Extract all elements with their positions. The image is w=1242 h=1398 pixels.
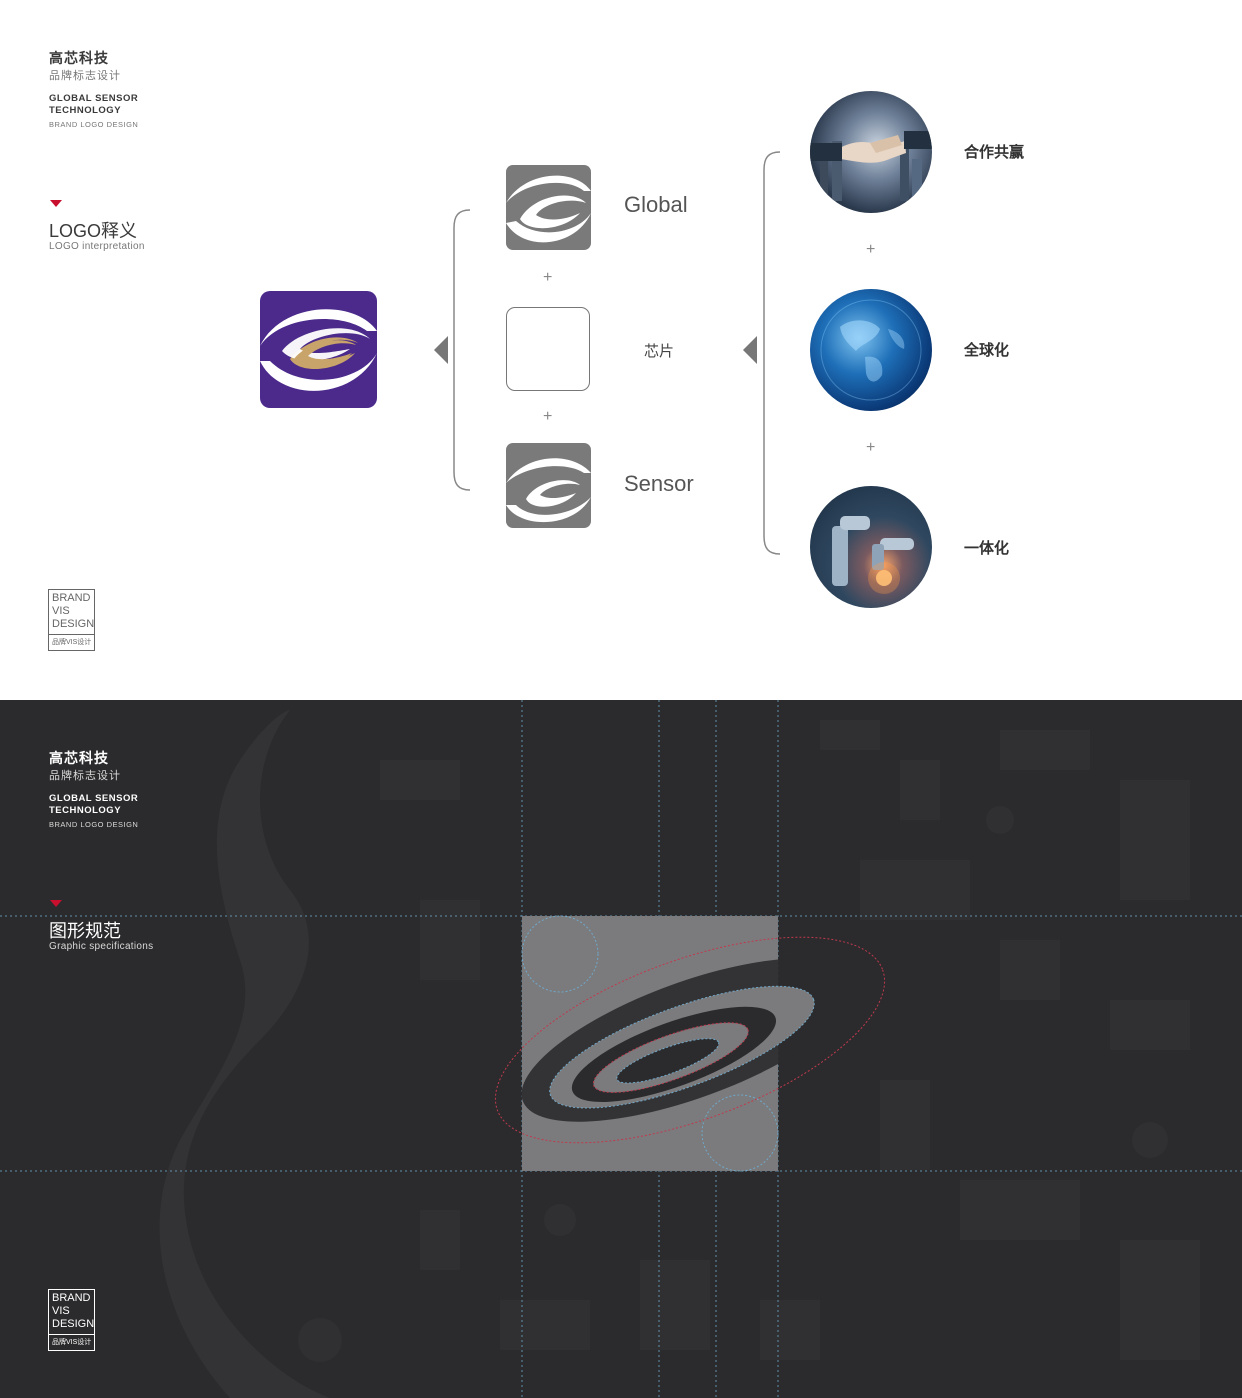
handshake-photo [810, 91, 932, 213]
brand-name-cn: 高芯科技 [49, 750, 109, 766]
badge-line3: DESIGN [52, 618, 95, 630]
section-title: LOGO释义 [49, 221, 138, 241]
brand-name-en-line1: GLOBAL SENSOR [49, 93, 139, 104]
arrow-left-icon [434, 336, 448, 364]
brand-subtitle-en: BRAND LOGO DESIGN [49, 120, 139, 129]
badge-line2: VIS [52, 605, 70, 617]
badge-foot: 品牌VIS设计 [49, 1334, 94, 1350]
arrow-left-icon [743, 336, 757, 364]
badge-line1: BRAND [52, 592, 91, 604]
main-logo-icon [260, 291, 377, 408]
brand-name-en-line2: TECHNOLOGY [49, 805, 122, 816]
bracket-right [763, 151, 781, 555]
component-label-chip: 芯片 [644, 343, 675, 360]
brand-subtitle-en: BRAND LOGO DESIGN [49, 820, 139, 829]
component-label-global: Global [624, 192, 688, 217]
plus-sign: + [543, 408, 553, 425]
plus-sign: + [543, 269, 553, 286]
circuit-board-background [159, 710, 1200, 1398]
chip-outline-icon [506, 307, 590, 391]
bracket-left [453, 209, 471, 491]
globe-photo [810, 289, 932, 411]
section-subtitle: Graphic specifications [49, 941, 154, 952]
brand-name-en-line1: GLOBAL SENSOR [49, 793, 139, 804]
plus-sign: + [866, 241, 876, 258]
robot-arm-photo [810, 486, 932, 608]
section-marker-icon [50, 200, 62, 207]
section-title: 图形规范 [49, 921, 121, 941]
brand-name-en-line2: TECHNOLOGY [49, 105, 122, 116]
badge-foot: 品牌VIS设计 [49, 634, 94, 650]
badge-line2: VIS [52, 1305, 70, 1317]
brand-subtitle-cn: 品牌标志设计 [49, 770, 121, 782]
concept-label-globalization: 全球化 [964, 342, 1010, 359]
graphic-specifications-panel: 高芯科技 品牌标志设计 GLOBAL SENSOR TECHNOLOGY BRA… [0, 700, 1242, 1398]
brand-vis-badge: BRAND VIS DESIGN 品牌VIS设计 [48, 589, 95, 651]
concept-label-integration: 一体化 [964, 540, 1010, 557]
badge-line1: BRAND [52, 1292, 91, 1304]
concept-label-cooperation: 合作共赢 [964, 144, 1025, 161]
section-marker-icon [50, 900, 62, 907]
brand-vis-badge: BRAND VIS DESIGN 品牌VIS设计 [48, 1289, 95, 1351]
s-sensor-icon [506, 443, 591, 528]
logo-construction-diagram [0, 700, 1242, 1398]
plus-sign: + [866, 439, 876, 456]
badge-line3: DESIGN [52, 1318, 95, 1330]
brand-subtitle-cn: 品牌标志设计 [49, 70, 121, 82]
logo-interpretation-panel: 高芯科技 品牌标志设计 GLOBAL SENSOR TECHNOLOGY BRA… [48, 50, 1025, 651]
component-label-sensor: Sensor [624, 471, 694, 496]
s-swoosh-icon [506, 165, 591, 250]
brand-name-cn: 高芯科技 [49, 50, 109, 66]
section-subtitle: LOGO interpretation [49, 241, 145, 252]
